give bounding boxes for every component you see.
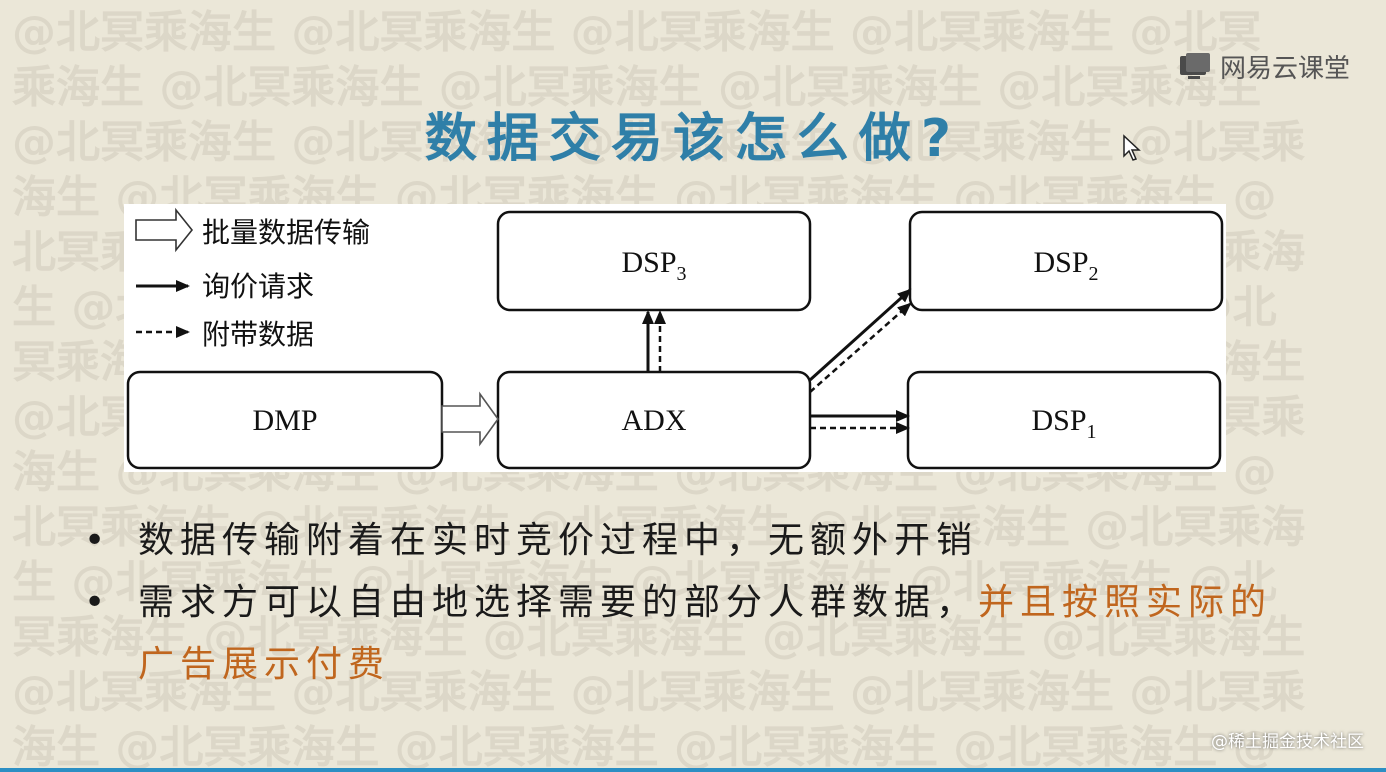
- watermark-line: 海生 @北冥乘海生 @北冥乘海生 @北冥乘海生 @北冥乘海生 @: [12, 722, 1277, 772]
- node-dsp2-label: DSP: [1033, 246, 1088, 279]
- legend-bid-request-label: 询价请求: [202, 270, 314, 303]
- node-adx: ADX: [496, 370, 812, 470]
- legend-bulk-transfer-label: 批量数据传输: [202, 216, 370, 249]
- data-flow-diagram: 批量数据传输 询价请求 附带数据 DMP ADX DSP3: [124, 204, 1226, 472]
- legend-hollow-arrow-icon: [135, 207, 194, 253]
- diagram-canvas: 批量数据传输 询价请求 附带数据 DMP ADX DSP3: [126, 207, 1224, 470]
- bullet-dot-icon: •: [84, 520, 112, 561]
- svg-text:DSP2: DSP2: [1033, 246, 1098, 285]
- legend-attached-data-label: 附带数据: [202, 318, 314, 351]
- bulk-transfer-arrow: [441, 391, 499, 447]
- mouse-cursor-icon: [1123, 134, 1141, 161]
- node-dsp3-label: DSP: [621, 246, 676, 279]
- watermark-line: @北冥乘海生 @北冥乘海生 @北冥乘海生 @北冥乘海生 @北冥: [12, 7, 1262, 58]
- source-watermark: @稀土掘金技术社区: [1211, 732, 1364, 752]
- node-dsp2-subscript: 2: [1089, 263, 1099, 285]
- node-dsp2: DSP2: [908, 210, 1224, 312]
- legend: 批量数据传输 询价请求 附带数据: [135, 207, 370, 351]
- node-dsp1-label: DSP: [1031, 404, 1086, 437]
- svg-text:DSP1: DSP1: [1031, 404, 1096, 443]
- bullet-item-2: • 需求方可以自由地选择需要的部分人群数据，并且按照实际的广告展示付费: [84, 572, 1314, 696]
- screen-icon: [1179, 52, 1210, 79]
- node-dmp: DMP: [126, 370, 444, 470]
- node-dsp1-subscript: 1: [1087, 421, 1097, 443]
- node-dsp3: DSP3: [496, 210, 812, 312]
- bullet-text: 需求方可以自由地选择需要的部分人群数据，: [138, 582, 979, 623]
- bullet-list: • 数据传输附着在实时竞价过程中，无额外开销 • 需求方可以自由地选择需要的部分…: [84, 510, 1314, 696]
- node-adx-label: ADX: [622, 404, 687, 437]
- bullet-text: 数据传输附着在实时竞价过程中，无额外开销: [138, 520, 979, 561]
- brand-name: 网易云课堂: [1219, 54, 1350, 84]
- brand-logo: 网易云课堂: [1178, 48, 1350, 85]
- node-dmp-label: DMP: [252, 404, 317, 437]
- attached-data-arrow-dsp2: [809, 302, 912, 393]
- node-dsp1: DSP1: [906, 370, 1222, 470]
- slide-title: 数据交易该怎么做?: [424, 109, 962, 169]
- progress-bar: [0, 768, 1386, 772]
- svg-text:DSP3: DSP3: [621, 246, 686, 285]
- bid-request-arrow-dsp2: [808, 288, 912, 382]
- bullet-item-1: • 数据传输附着在实时竞价过程中，无额外开销: [84, 510, 1314, 572]
- bullet-dot-icon: •: [84, 582, 112, 623]
- node-dsp3-subscript: 3: [677, 263, 687, 285]
- bullet-highlight: 并且按照实际的广告展示付费: [138, 582, 1273, 685]
